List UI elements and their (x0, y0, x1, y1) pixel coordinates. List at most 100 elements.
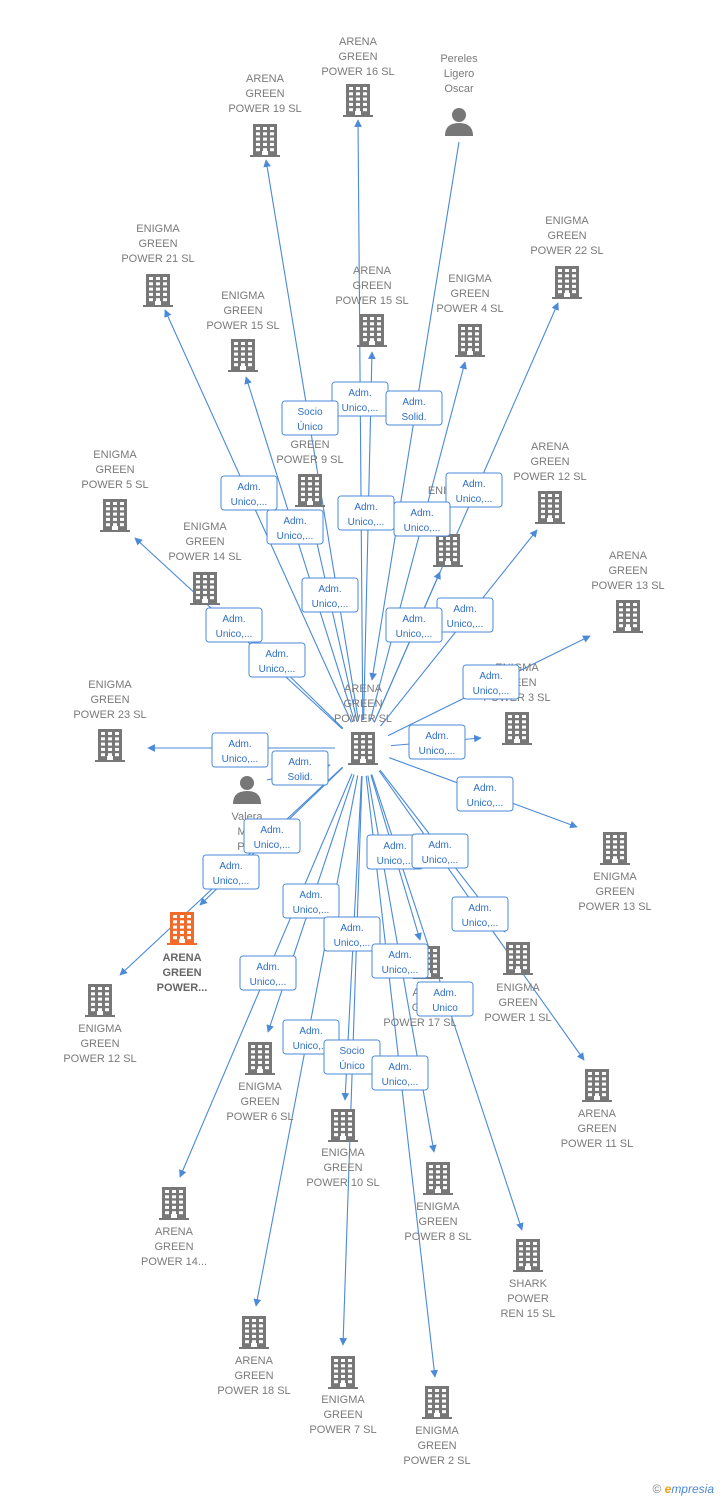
node-label: POWER 17 SL (383, 1017, 456, 1029)
edge-label[interactable]: Adm.Unico,... (445, 472, 503, 508)
edge-label-text: Adm. (237, 482, 260, 493)
node-label: ENIGMA (183, 521, 227, 533)
edge-label[interactable]: Adm.Unico,... (371, 1055, 429, 1091)
edge-label[interactable]: Adm.Unico,... (301, 577, 359, 613)
node-label: GREEN (234, 1370, 273, 1382)
node-label: POWER 23 SL (73, 709, 146, 721)
edge-label-text: Unico,... (250, 977, 287, 988)
building-icon (423, 1162, 453, 1195)
edge-label[interactable]: Adm.Unico,... (456, 776, 514, 812)
edge-label[interactable]: Adm.Unico,... (436, 597, 494, 633)
edge-label[interactable]: Adm.Unico,... (323, 916, 381, 952)
edge-label-box (451, 896, 509, 932)
node-label: GREEN (418, 1216, 457, 1228)
edge-label[interactable]: Adm.Unico,... (248, 642, 306, 678)
edge-label[interactable]: Adm.Unico,... (282, 883, 340, 919)
edge-label[interactable]: Adm.Unico (416, 981, 474, 1017)
edge-label[interactable]: Adm.Unico,... (411, 833, 469, 869)
edge-label[interactable]: Adm.Unico,... (205, 607, 263, 643)
edge-label[interactable]: Adm.Unico,... (337, 495, 395, 531)
node-label: POWER 10 SL (306, 1177, 379, 1189)
edge-label-text: Socio (297, 407, 322, 418)
node-label: GREEN (577, 1123, 616, 1135)
edge-label-text: Solid. (401, 412, 426, 423)
node-label: POWER SL (334, 713, 392, 725)
edge-label-box (393, 501, 451, 537)
edge-label[interactable]: Adm.Unico,... (331, 381, 389, 417)
edge-label[interactable]: Adm.Unico,... (220, 475, 278, 511)
edge-label-box (202, 854, 260, 890)
edge-label[interactable]: Adm.Unico,... (243, 818, 301, 854)
edge-label[interactable]: Adm.Unico,... (239, 955, 297, 991)
edge-label-text: Unico,... (213, 876, 250, 887)
node-label: GREEN (323, 1409, 362, 1421)
edge-label-text: Unico,... (382, 965, 419, 976)
edge-label-box (385, 390, 443, 426)
building-icon (600, 832, 630, 865)
edge-label-box (271, 750, 329, 786)
node-label: POWER 16 SL (321, 66, 394, 78)
building-icon (455, 324, 485, 357)
edge-labels-layer: Adm.Unico,...Adm.Solid.SocioÚnicoAdm.Uni… (202, 381, 520, 1091)
edge-label-box (385, 607, 443, 643)
edge-label[interactable]: Adm.Unico,... (202, 854, 260, 890)
edge-label-box (408, 724, 466, 760)
edge-label-box (211, 732, 269, 768)
building-icon (100, 499, 130, 532)
edge-label[interactable]: Adm.Unico,... (451, 896, 509, 932)
node-label: ARENA (578, 1108, 617, 1120)
node-label: POWER (507, 1293, 549, 1305)
edge-label[interactable]: Adm.Unico,... (385, 607, 443, 643)
edge-label[interactable]: Adm.Solid. (271, 750, 329, 786)
building-icon (535, 491, 565, 524)
edge-label-text: Adm. (388, 1062, 411, 1073)
edge-label-text: Unico,... (467, 798, 504, 809)
node-label: POWER 19 SL (228, 103, 301, 115)
edge-label[interactable]: Adm.Unico,... (408, 724, 466, 760)
edge-label[interactable]: Adm.Unico,... (462, 664, 520, 700)
edge-label-text: Socio (339, 1046, 364, 1057)
edge-label-box (371, 1055, 429, 1091)
building-icon (328, 1109, 358, 1142)
node-agp[interactable]: ARENAGREENPOWER... (157, 912, 208, 994)
building-icon (190, 572, 220, 605)
edge-label[interactable]: Adm.Solid. (385, 390, 443, 426)
edge-label-text: Unico,... (377, 856, 414, 867)
edge-label[interactable]: Adm.Unico,... (266, 509, 324, 545)
edge-label[interactable]: Adm.Unico,... (211, 732, 269, 768)
edge-label-text: Unico,... (404, 523, 441, 534)
node-label: GREEN (595, 886, 634, 898)
edge-label[interactable]: Adm.Unico,... (371, 943, 429, 979)
edge-label[interactable]: Adm.Unico,... (393, 501, 451, 537)
node-label: POWER 12 SL (513, 471, 586, 483)
edge-label-text: Adm. (433, 988, 456, 999)
